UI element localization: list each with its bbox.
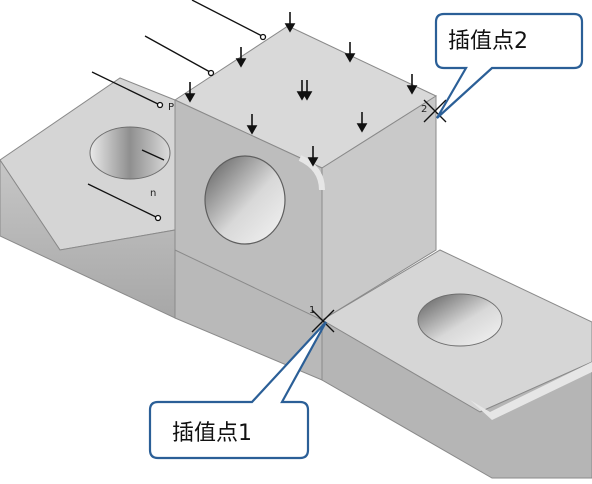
arrow-7 (356, 112, 368, 133)
base-right-wing (321, 249, 592, 479)
callout-1-text: 插值点1 (172, 421, 252, 446)
arrow-9 (246, 114, 258, 135)
callout-point-1: 插值点1 (148, 321, 327, 460)
leader-5 (87, 183, 157, 218)
block-side-face (321, 95, 437, 321)
arrow-6 (301, 80, 313, 101)
shaft-hole (204, 155, 286, 245)
point-marker-1 (311, 309, 335, 333)
label-one: 1 (309, 305, 315, 316)
arrow-1 (284, 12, 296, 33)
label-p: P (168, 102, 174, 113)
leader-3 (91, 71, 159, 105)
leader-2 (144, 35, 211, 73)
callout-1-bubble (148, 321, 327, 460)
label-n: n (150, 188, 156, 199)
arrow-10 (307, 146, 319, 167)
load-arrows (184, 12, 418, 167)
arrow-8 (184, 82, 196, 103)
right-bolt-hole (417, 293, 503, 347)
block-fillet (298, 155, 325, 191)
arrow-2 (344, 42, 356, 63)
callout-2-bubble (434, 12, 584, 119)
arrow-4 (235, 47, 247, 68)
callout-point-2: 插值点2 (434, 12, 584, 119)
point-marker-2 (423, 99, 447, 123)
leader-4 (141, 149, 165, 161)
leader-1 (191, 0, 263, 37)
leader-lines (87, 0, 267, 222)
left-bolt-hole (89, 126, 171, 180)
base-left-wing (0, 77, 176, 319)
callout-2-text: 插值点2 (448, 29, 528, 54)
label-two: 2 (421, 104, 427, 115)
arrow-3 (406, 74, 418, 95)
